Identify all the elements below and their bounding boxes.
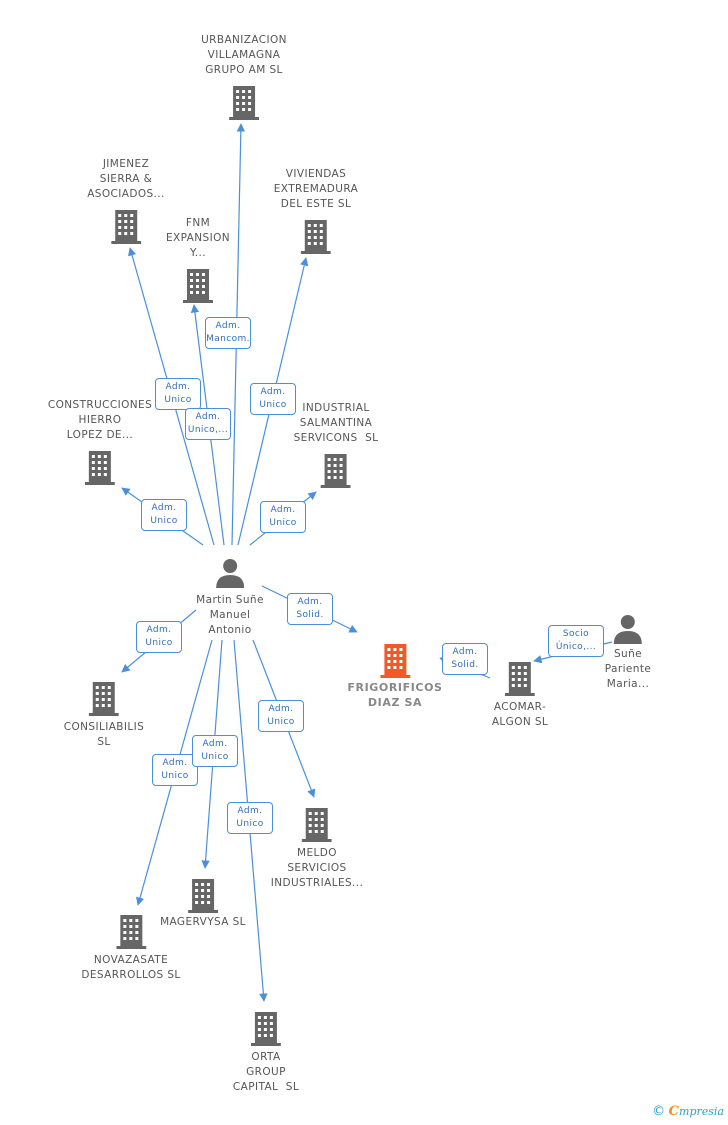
building-icon bbox=[505, 662, 535, 696]
role-badge-meldo[interactable]: Adm. Unico bbox=[258, 700, 304, 732]
company-frigorificos[interactable]: FRIGORIFICOS DIAZ SA bbox=[347, 642, 442, 710]
company-magervysa[interactable]: MAGERVYSA SL bbox=[160, 877, 246, 930]
role-badge-fnm[interactable]: Adm. Unico,... bbox=[185, 408, 231, 440]
brand-footer[interactable]: © Cmpresia bbox=[652, 1104, 724, 1119]
role-badge-construcciones[interactable]: Adm. Unico bbox=[141, 499, 187, 531]
company-novazasate[interactable]: NOVAZASATE DESARROLLOS SL bbox=[81, 913, 180, 983]
person-icon bbox=[215, 559, 244, 588]
person-name: Suñe Pariente Maria... bbox=[604, 648, 652, 690]
role-badge-orta[interactable]: Adm. Unico bbox=[227, 802, 273, 834]
role-badge-urbanizacion[interactable]: Adm. Mancom. bbox=[205, 317, 251, 349]
company-name: FRIGORIFICOS DIAZ SA bbox=[347, 681, 443, 709]
role-badge-jimenez[interactable]: Adm. Unico bbox=[155, 378, 201, 410]
company-consiliabilis[interactable]: CONSILIABILIS SL bbox=[64, 680, 144, 750]
company-name: URBANIZACION VILLAMAGNA GRUPO AM SL bbox=[201, 34, 287, 76]
company-industrial[interactable]: INDUSTRIAL SALMANTINA SERVICONS SL bbox=[294, 401, 379, 488]
company-meldo[interactable]: MELDO SERVICIOS INDUSTRIALES... bbox=[271, 806, 364, 891]
company-jimenez[interactable]: JIMENEZ SIERRA & ASOCIADOS... bbox=[87, 157, 165, 244]
company-name: VIVIENDAS EXTREMADURA DEL ESTE SL bbox=[273, 168, 359, 210]
person-name: Martin Suñe Manuel Antonio bbox=[196, 594, 264, 636]
company-orta[interactable]: ORTA GROUP CAPITAL SL bbox=[233, 1010, 299, 1095]
company-fnm[interactable]: FNM EXPANSION Y... bbox=[166, 216, 230, 303]
building-icon bbox=[182, 269, 213, 303]
building-icon bbox=[188, 879, 218, 913]
company-name: ORTA GROUP CAPITAL SL bbox=[232, 1051, 300, 1093]
building-icon bbox=[111, 210, 141, 244]
building-icon bbox=[300, 220, 331, 254]
building-icon bbox=[115, 915, 146, 949]
brand-logo-text: mpresia bbox=[679, 1105, 724, 1118]
company-name: CONSTRUCCIONES HIERRO LOPEZ DE... bbox=[47, 399, 153, 441]
company-name: FNM EXPANSION Y... bbox=[165, 217, 231, 259]
company-name: JIMENEZ SIERRA & ASOCIADOS... bbox=[87, 158, 165, 200]
company-viviendas[interactable]: VIVIENDAS EXTREMADURA DEL ESTE SL bbox=[274, 167, 358, 254]
company-acomar[interactable]: ACOMAR- ALGON SL bbox=[492, 660, 548, 730]
company-name: MAGERVYSA SL bbox=[160, 916, 246, 928]
company-name: ACOMAR- ALGON SL bbox=[491, 701, 549, 728]
person-icon bbox=[613, 615, 642, 644]
building-icon bbox=[380, 644, 410, 678]
role-badge-consiliabilis[interactable]: Adm. Unico bbox=[136, 621, 182, 653]
role-badge-magervysa[interactable]: Adm. Unico bbox=[192, 735, 238, 767]
building-icon bbox=[321, 454, 351, 488]
company-name: MELDO SERVICIOS INDUSTRIALES... bbox=[270, 847, 364, 889]
company-urbanizacion[interactable]: URBANIZACION VILLAMAGNA GRUPO AM SL bbox=[201, 33, 287, 120]
company-name: INDUSTRIAL SALMANTINA SERVICONS SL bbox=[293, 402, 379, 444]
company-name: CONSILIABILIS SL bbox=[63, 721, 145, 748]
building-icon bbox=[250, 1012, 281, 1046]
role-badge-acomar-frigorificos[interactable]: Adm. Solid. bbox=[442, 643, 488, 675]
building-icon bbox=[84, 451, 115, 485]
building-icon bbox=[89, 682, 119, 716]
person-sune-pariente[interactable]: Suñe Pariente Maria... bbox=[605, 614, 651, 692]
brand-logo-initial: C bbox=[668, 1104, 680, 1119]
company-construcciones[interactable]: CONSTRUCCIONES HIERRO LOPEZ DE... bbox=[48, 398, 152, 485]
role-badge-novazasate[interactable]: Adm. Unico bbox=[152, 754, 198, 786]
building-icon bbox=[301, 808, 332, 842]
role-badge-industrial[interactable]: Adm. Unico bbox=[260, 501, 306, 533]
company-name: NOVAZASATE DESARROLLOS SL bbox=[81, 954, 181, 981]
role-badge-viviendas[interactable]: Adm. Unico bbox=[250, 383, 296, 415]
role-badge-sune-acomar[interactable]: Socio Único,... bbox=[548, 625, 604, 657]
copyright-symbol: © bbox=[652, 1104, 666, 1119]
building-icon bbox=[228, 86, 259, 120]
role-badge-frigorificos[interactable]: Adm. Solid. bbox=[287, 593, 333, 625]
person-martin-sune[interactable]: Martin Suñe Manuel Antonio bbox=[196, 558, 264, 638]
